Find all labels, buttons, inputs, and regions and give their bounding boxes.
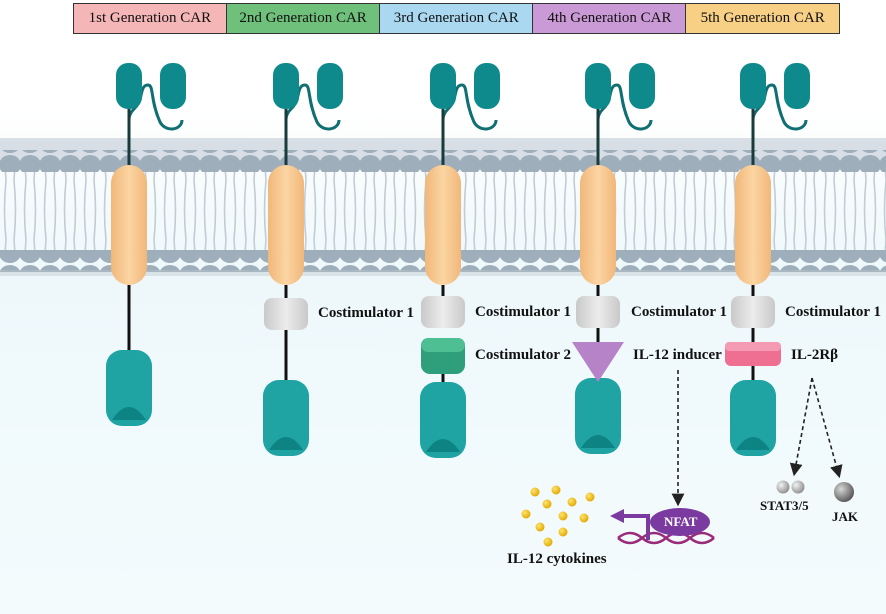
header-gen3: 3rd Generation CAR [378, 3, 534, 34]
transcription-arrow [622, 514, 650, 540]
label-gen3-costim1: Costimulator 1 [475, 304, 571, 320]
car-gen4 [572, 63, 655, 454]
label-gen3-costim2: Costimulator 2 [475, 347, 571, 363]
stat-ball-2 [791, 480, 805, 494]
il12-inducer-triangle [572, 342, 624, 382]
nfat-node [650, 508, 710, 536]
jak-ball [834, 482, 854, 502]
car-gen3 [420, 63, 500, 458]
header-gen2: 2nd Generation CAR [225, 3, 381, 34]
transmembrane-domain-gen1 [111, 165, 147, 285]
label-gen4-costim1: Costimulator 1 [631, 304, 727, 320]
label-nfat: NFAT [664, 514, 698, 529]
car-gen2 [263, 63, 343, 456]
il2rb-to-jak-arrow [811, 377, 843, 479]
scfv-domain-gen1 [116, 63, 186, 131]
label-gen5-costim1: Costimulator 1 [785, 304, 881, 320]
label-gen2-costim1: Costimulator 1 [318, 305, 414, 321]
costimulator1-gen4 [576, 296, 620, 328]
dna-strand [617, 531, 715, 545]
header-gen1: 1st Generation CAR [72, 3, 228, 34]
label-jak: JAK [832, 509, 858, 524]
costimulator1-gen2 [264, 298, 308, 330]
cd3z-domain-gen1 [106, 350, 152, 426]
il2rb-to-stat-arrow [789, 377, 813, 477]
costimulator1-gen5 [731, 296, 775, 328]
stat-ball-1 [776, 480, 790, 494]
generation-header-row: 1st Generation CAR 2nd Generation CAR 3r… [72, 3, 841, 34]
label-stat: STAT3/5 [760, 498, 809, 513]
il12-cytokine-dots [521, 485, 595, 547]
costimulator1-gen3 [421, 296, 465, 328]
label-gen5-il2rb: IL-2Rβ [791, 347, 839, 363]
car-gen5 [725, 63, 810, 456]
car-gen1 [106, 63, 186, 426]
label-il12-cytokines: IL-12 cytokines [507, 551, 607, 567]
label-gen4-inducer: IL-12 inducer [633, 347, 722, 363]
header-gen4: 4th Generation CAR [532, 3, 687, 34]
header-gen5: 5th Generation CAR [685, 3, 841, 34]
